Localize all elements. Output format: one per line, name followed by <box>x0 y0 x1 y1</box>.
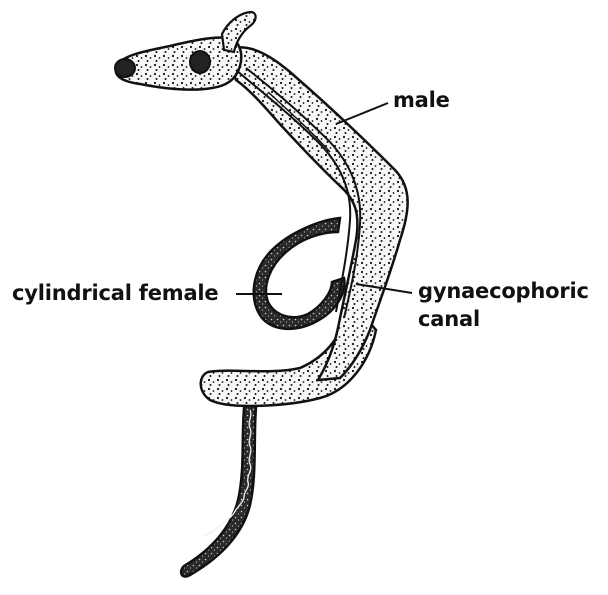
male-body <box>226 47 408 380</box>
label-gynaecophoric: gynaecophoric <box>418 279 589 303</box>
female-tail <box>181 388 258 577</box>
female-loop <box>254 218 345 329</box>
label-canal: canal <box>418 307 480 331</box>
leader-male <box>336 103 388 124</box>
oral-sucker <box>115 59 135 77</box>
label-cylindrical-female: cylindrical female <box>12 281 218 305</box>
label-male: male <box>393 88 450 112</box>
ventral-sucker <box>190 51 210 73</box>
